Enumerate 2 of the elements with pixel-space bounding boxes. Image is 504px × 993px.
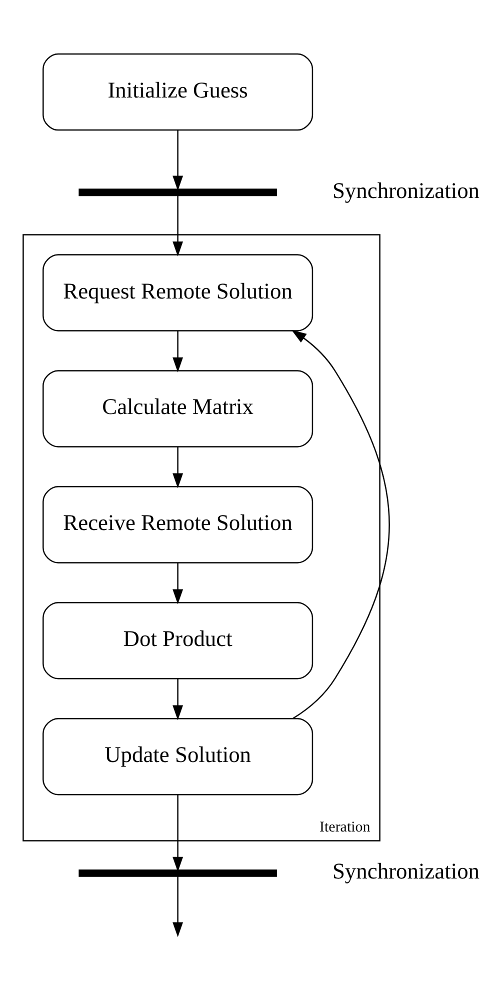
node-label: Synchronization — [332, 177, 480, 202]
node-label: Synchronization — [332, 858, 480, 884]
